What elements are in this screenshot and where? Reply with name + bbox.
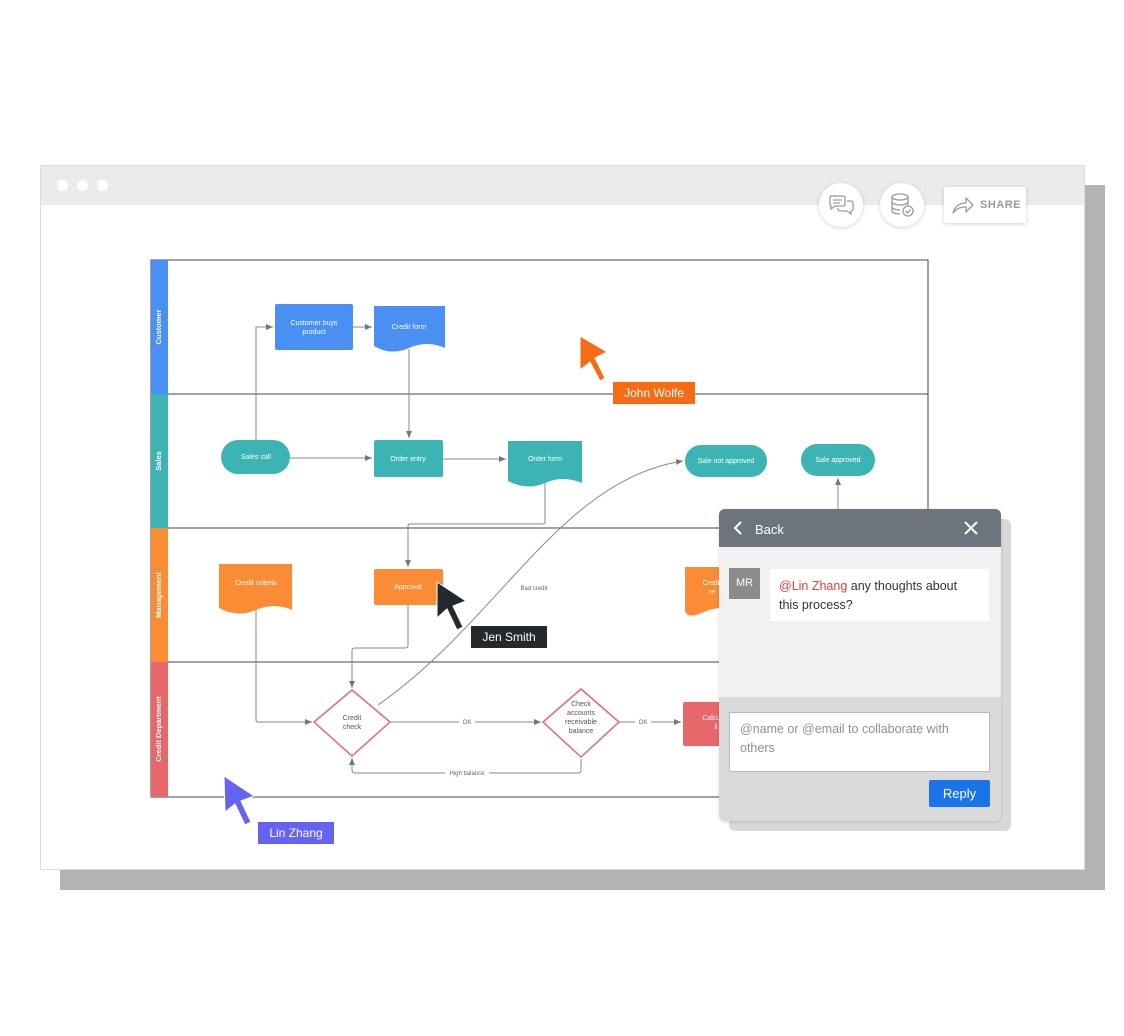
- connector: [349, 605, 409, 688]
- terminal-sale-not-approved[interactable]: [685, 445, 767, 477]
- decision-check-accounts[interactable]: [541, 688, 621, 759]
- chat-bubbles-icon: [829, 195, 854, 216]
- decision-credit-check[interactable]: [312, 689, 392, 758]
- cursor-label-lin-zhang: Lin Zhang: [258, 822, 334, 844]
- terminal-sale-approved[interactable]: [801, 444, 875, 476]
- cursor-label-john-wolfe: John Wolfe: [613, 382, 695, 404]
- data-button[interactable]: [880, 183, 924, 227]
- edge-label-bg: [459, 717, 475, 727]
- cursor-label-jen-smith: Jen Smith: [471, 626, 547, 648]
- document-credit-criteria-label: Credit criteria: [235, 580, 277, 587]
- back-button[interactable]: Back: [755, 522, 784, 537]
- window-dot-maximize[interactable]: [97, 180, 108, 191]
- edge-label: Bad credit: [520, 586, 547, 592]
- edge-label-bg: [635, 717, 651, 727]
- close-icon[interactable]: [963, 520, 979, 536]
- document-credit-criteria[interactable]: [219, 564, 292, 614]
- edge-label-bg: [517, 583, 551, 593]
- avatar: MR: [729, 568, 760, 599]
- comment-mention[interactable]: @Lin Zhang: [779, 579, 848, 593]
- lane-label: Sales: [154, 451, 163, 471]
- reply-button[interactable]: Reply: [929, 780, 990, 807]
- chevron-left-icon[interactable]: [733, 520, 743, 536]
- cursor-pointer-icon: [223, 775, 256, 826]
- connector: [255, 324, 273, 440]
- database-check-icon: [891, 193, 914, 217]
- comments-button[interactable]: [819, 183, 863, 227]
- cursor-pointer-icon: [579, 335, 609, 382]
- cursor-pointer-icon: [436, 581, 468, 631]
- terminal-sales-call[interactable]: [221, 440, 290, 474]
- lane-label: Credit Department: [154, 696, 163, 762]
- share-arrow-icon: [952, 197, 974, 214]
- process-order-entry[interactable]: [374, 440, 443, 477]
- lane-header-customer: [151, 260, 168, 394]
- comment-text: any thoughts about this process?: [779, 579, 958, 612]
- document-credit-form[interactable]: [374, 306, 445, 352]
- connector: [377, 459, 684, 706]
- document-order-form[interactable]: [508, 441, 582, 487]
- lane-label: Management: [154, 572, 163, 618]
- window-dot-close[interactable]: [57, 180, 68, 191]
- comment-thread: MR @Lin Zhang any thoughts about this pr…: [719, 547, 1001, 697]
- comment-panel-header: Back: [719, 509, 1001, 547]
- process-customer-buys[interactable]: [275, 304, 353, 350]
- terminal-sale-not-approved-label: Sale not approved: [698, 458, 755, 465]
- share-label: SHARE: [980, 199, 1022, 211]
- comment-message: @Lin Zhang any thoughts about this proce…: [770, 569, 989, 621]
- lane-header-sales: [151, 394, 168, 528]
- document-credit-form-label: Credit form: [392, 324, 427, 331]
- window-dot-minimize[interactable]: [77, 180, 88, 191]
- terminal-sales-call-label: Sales call: [241, 454, 271, 461]
- lane-label: Customer: [154, 309, 163, 344]
- terminal-sale-approved-label: Sale approved: [815, 457, 860, 464]
- edge-label: OK: [639, 720, 648, 726]
- edge-label-bg: [445, 768, 489, 778]
- lane-header-credit: [151, 662, 168, 797]
- edge-label: High balance: [449, 771, 485, 777]
- process-approval-label: Approval: [394, 584, 422, 591]
- edge-label: OK: [463, 720, 472, 726]
- document-order-form-label: Order form: [528, 456, 562, 463]
- process-order-entry-label: Order entry: [390, 456, 426, 463]
- connector: [405, 480, 546, 567]
- share-button[interactable]: SHARE: [944, 187, 1026, 223]
- comment-panel: Back MR @Lin Zhang any thoughts about th…: [719, 509, 1001, 821]
- process-approval[interactable]: [374, 569, 443, 605]
- lane-header-management: [151, 528, 168, 662]
- connector: [255, 606, 312, 725]
- reply-input[interactable]: @name or @email to collaborate with othe…: [729, 712, 990, 772]
